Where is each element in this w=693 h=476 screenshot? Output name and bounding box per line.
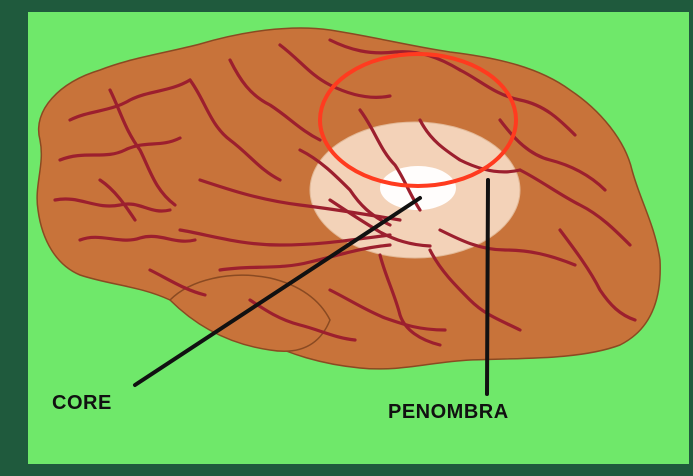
penumbra-pointer-line — [487, 180, 488, 394]
core-label: CORE — [52, 392, 112, 415]
penumbra-label: PENOMBRA — [388, 401, 509, 424]
